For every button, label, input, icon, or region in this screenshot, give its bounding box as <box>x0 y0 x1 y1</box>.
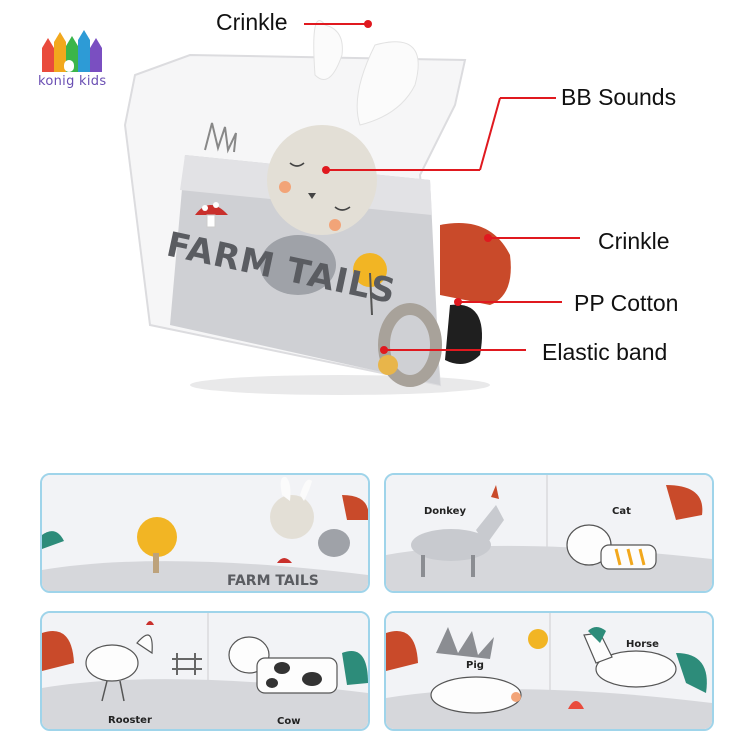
panel-rooster-cow: Rooster Cow <box>40 611 370 731</box>
callout-bb-sounds: BB Sounds <box>561 84 677 110</box>
callout-line-bb-sounds <box>322 97 556 174</box>
callout-elastic-band: Elastic band <box>542 339 668 365</box>
panel-label-donkey: Donkey <box>424 506 466 517</box>
callout-line-crinkle-side <box>484 234 580 242</box>
hero-book-illustration: FARM TAILS <box>123 20 511 395</box>
panel-farm-tails: FARM TAILS <box>40 473 370 593</box>
panel-donkey-cat: Donkey Cat <box>384 473 714 593</box>
panel-label-cat: Cat <box>612 506 631 517</box>
panel-label-pig: Pig <box>466 660 484 671</box>
callout-pp-cotton: PP Cotton <box>574 290 679 316</box>
callout-line-pp-cotton <box>454 298 562 306</box>
panel-title-farm-tails: FARM TAILS <box>227 573 319 589</box>
castle-logo-icon <box>42 30 102 72</box>
brand-name: konig kids <box>38 74 107 89</box>
panel-label-cow: Cow <box>277 716 301 727</box>
panel-label-horse: Horse <box>626 639 659 650</box>
callout-line-crinkle-top <box>304 20 372 28</box>
panel-pig-horse: Pig Horse <box>384 611 714 731</box>
brand-logo: konig kids <box>36 30 116 90</box>
panel-label-rooster: Rooster <box>108 715 152 726</box>
callout-crinkle-side: Crinkle <box>598 228 670 254</box>
callout-line-elastic-band <box>380 346 526 354</box>
callout-crinkle-top: Crinkle <box>216 9 288 35</box>
